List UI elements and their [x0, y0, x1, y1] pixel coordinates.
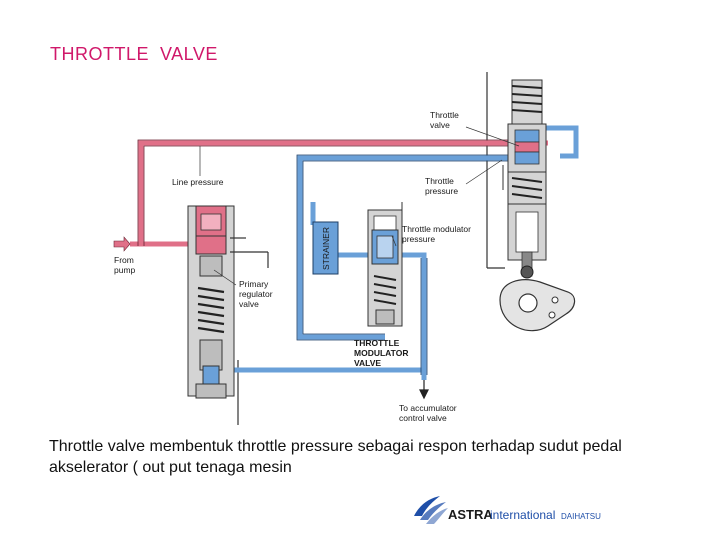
line-pressure-outline — [137, 139, 519, 246]
label-primary-regulator: Primary — [239, 279, 269, 289]
astra-swoosh-icon — [414, 496, 448, 524]
label-throttle-modulator-pressure-2: pressure — [402, 234, 435, 244]
accumulator-arrow — [419, 380, 429, 400]
label-from-pump: From — [114, 255, 134, 265]
logo-brand: ASTRA — [448, 507, 493, 522]
label-throttle-valve-2: valve — [430, 120, 450, 130]
label-primary-regulator-3: valve — [239, 299, 259, 309]
label-throttle-modulator-valve-2: MODULATOR — [354, 348, 408, 358]
label-line-pressure: Line pressure — [172, 177, 224, 187]
label-primary-regulator-2: regulator — [239, 289, 273, 299]
slide-title: THROTTLE VALVE — [50, 44, 218, 64]
label-throttle-pressure: Throttle — [425, 176, 454, 186]
throttle-modulator-valve — [367, 202, 403, 327]
label-throttle-valve: Throttle — [430, 110, 459, 120]
slide-caption: Throttle valve membentuk throttle pressu… — [49, 438, 622, 476]
top-spring — [511, 85, 543, 113]
throttle-pressure-circuit — [229, 125, 579, 380]
label-throttle-modulator-valve-3: VALVE — [354, 358, 381, 368]
throttle-valve-assembly — [502, 79, 547, 279]
astra-logo: ASTRA international DAIHATSU — [414, 496, 601, 524]
flow-arrows — [113, 236, 131, 252]
strainer-box: STRAINER — [312, 221, 339, 275]
label-throttle-pressure-2: pressure — [425, 186, 458, 196]
throttle-pressure-outline — [296, 154, 519, 375]
modulator-spring — [373, 275, 397, 305]
strainer-label: STRAINER — [321, 227, 331, 270]
label-throttle-modulator-pressure: Throttle modulator — [402, 224, 471, 234]
throttle-valve-diagram: STRAINER — [113, 72, 579, 425]
throttle-cam — [499, 279, 576, 332]
label-throttle-modulator-valve: THROTTLE — [354, 338, 400, 348]
logo-partner: DAIHATSU — [561, 512, 601, 521]
label-from-pump-2: pump — [114, 265, 136, 275]
label-accumulator-2: control valve — [399, 413, 447, 423]
logo-suffix: international — [490, 508, 555, 522]
throttle-spring — [511, 177, 543, 199]
regulator-spring — [197, 286, 225, 334]
label-accumulator: To accumulator — [399, 403, 457, 413]
primary-regulator-valve — [187, 205, 269, 399]
leader-lines — [199, 126, 520, 286]
